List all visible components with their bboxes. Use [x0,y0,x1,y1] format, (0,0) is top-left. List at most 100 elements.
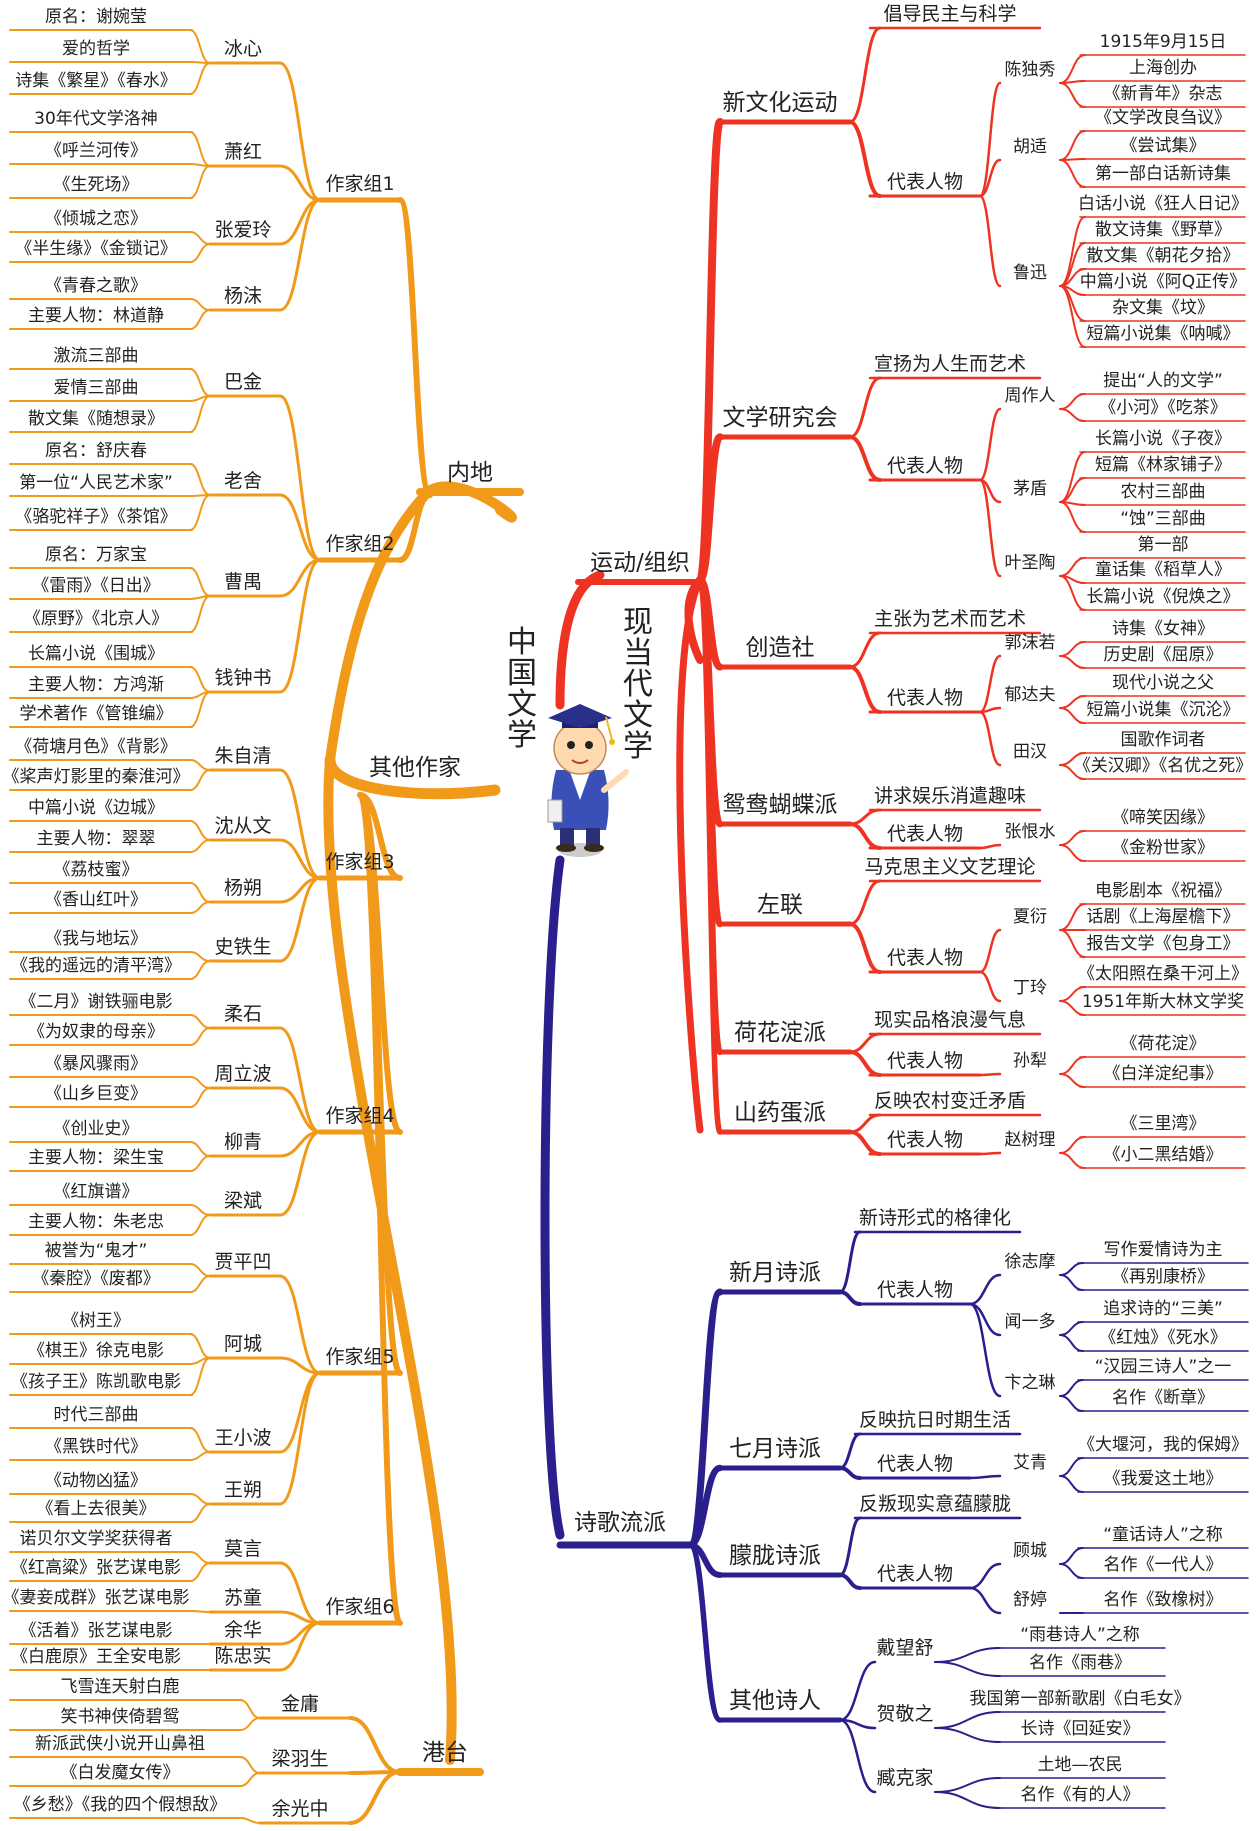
rep-label: 代表人物 [887,823,963,845]
work-item: 散文集《朝花夕拾》 [1087,246,1240,266]
writer-work-item: 《创业史》 [54,1119,139,1139]
poetry-aim: 新诗形式的格律化 [859,1207,1011,1229]
branch-line [189,1427,211,1453]
writer-name: 杨沫 [224,285,262,307]
movement-aim: 倡导民主与科学 [883,3,1016,25]
branch-line [189,1014,211,1029]
work-item: 提出“人的文学” [1103,371,1223,391]
work-item: 话剧《上海屋檐下》 [1087,907,1240,927]
branch-line [1059,1152,1086,1169]
work-item: 《新青年》杂志 [1104,84,1223,104]
work-item: 白话小说《狂人日记》 [1078,194,1248,214]
movement-aim: 主张为艺术而艺术 [874,608,1026,630]
writer-name: 王朔 [224,1479,262,1501]
person-name: 鲁迅 [1013,263,1047,283]
branch-line [1059,844,1086,862]
writer-work-item: 长篇小说《围城》 [28,644,164,664]
work-item: 中篇小说《阿Q正传》 [1080,272,1246,292]
branch-line [189,595,211,633]
writer-name: 冰心 [224,38,262,60]
branch-line [189,1357,211,1396]
writer-work-item: 《黑铁时代》 [45,1437,147,1457]
branch-line [278,1026,322,1134]
writer-group-name: 作家组6 [325,1596,394,1618]
branch-line [189,1551,211,1564]
branch-line [189,1214,211,1236]
writer-work-item: 主要人物：翠翠 [37,829,156,849]
writer-name: 柳青 [224,1131,262,1153]
movement-org-node: 运动/组织 [590,550,690,576]
branch-line [1059,54,1086,84]
branch-line [978,928,1002,974]
movement-name: 文学研究会 [723,405,838,431]
branch-line [189,960,211,980]
poetry-work-item: 长诗《回延安》 [1021,1719,1140,1739]
person-name: 孙犁 [1013,1051,1047,1071]
writer-name: 周立波 [214,1063,271,1085]
writer-group-name: 作家组4 [325,1105,394,1127]
root-title: 中国文学 [507,625,537,753]
branch-line [278,198,322,246]
poetry-work-item: “汉园三诗人”之一 [1095,1357,1232,1377]
branch-line [1059,655,1086,669]
person-name: 周作人 [1005,386,1056,406]
branch-line [189,1155,211,1172]
branch-line [1059,830,1086,846]
branch-line [1059,82,1086,108]
branch-line [1059,695,1086,709]
work-item: 童话集《稻草人》 [1095,560,1231,580]
work-item: 电影剧本《祝福》 [1095,881,1231,901]
branch-line [189,165,211,199]
person-name: 郭沫若 [1005,633,1056,653]
poetry-work-item: 追求诗的“三美” [1103,1299,1223,1319]
work-item: 短篇小说集《沉沦》 [1087,700,1240,720]
branch-line [848,922,882,974]
writer-work-item: 《荔枝蜜》 [54,860,139,880]
poetry-school-name: 七月诗派 [729,1436,821,1462]
movement-name: 新文化运动 [723,90,838,116]
work-item: 《三里湾》 [1121,1114,1206,1134]
writer-name: 朱自清 [214,745,271,767]
writer-work-item: 激流三部曲 [54,346,139,366]
branch-line [189,29,211,64]
movement-name: 创造社 [746,635,815,661]
writer-name: 王小波 [214,1427,271,1449]
movement-branch [696,433,724,584]
hktw-node: 港台 [422,1740,468,1766]
movement-name: 荷花淀派 [734,1020,826,1046]
branch-line [357,792,403,1626]
branch-line [848,120,882,198]
branch-line [189,231,211,245]
branch-line [189,691,211,728]
branch-line [978,158,1002,198]
branch-line [189,309,211,330]
branch-line [1059,130,1086,161]
branch-line [978,194,1002,288]
poetry-trunk [540,855,565,1540]
branch-line [848,665,882,714]
branch-line [1059,1136,1086,1154]
branch-line [397,492,433,563]
branch-line [978,1151,1002,1156]
branch-line [278,493,322,562]
person-name: 赵树理 [1005,1130,1056,1150]
writer-work-item: 主要人物：朱老忠 [28,1212,164,1232]
writer-work-item: 主要人物：梁生宝 [28,1148,164,1168]
poet-name: 贺敬之 [876,1703,933,1725]
branch-line [239,1817,261,1824]
hktw-writer-name: 梁羽生 [271,1748,328,1770]
poetry-work-item: 土地—农民 [1038,1755,1123,1775]
work-item: 短篇小说集《呐喊》 [1087,324,1240,344]
branch-line [838,1290,862,1306]
writer-work-item: 《白鹿原》王全安电影 [11,1647,181,1667]
branch-line [1059,159,1086,188]
branch-lines [9,26,1249,1825]
hktw-writer-name: 余光中 [271,1798,328,1820]
writer-name: 梁斌 [224,1190,262,1212]
branch-line [968,1562,1002,1590]
writer-work-item: 《秦腔》《废都》 [32,1269,160,1289]
branch-line [1059,501,1086,533]
writer-work-item: 主要人物：方鸿渐 [28,675,164,695]
movement-aim: 马克思主义文艺理论 [864,856,1035,878]
poetry-work-item: “童话诗人”之称 [1103,1525,1223,1545]
